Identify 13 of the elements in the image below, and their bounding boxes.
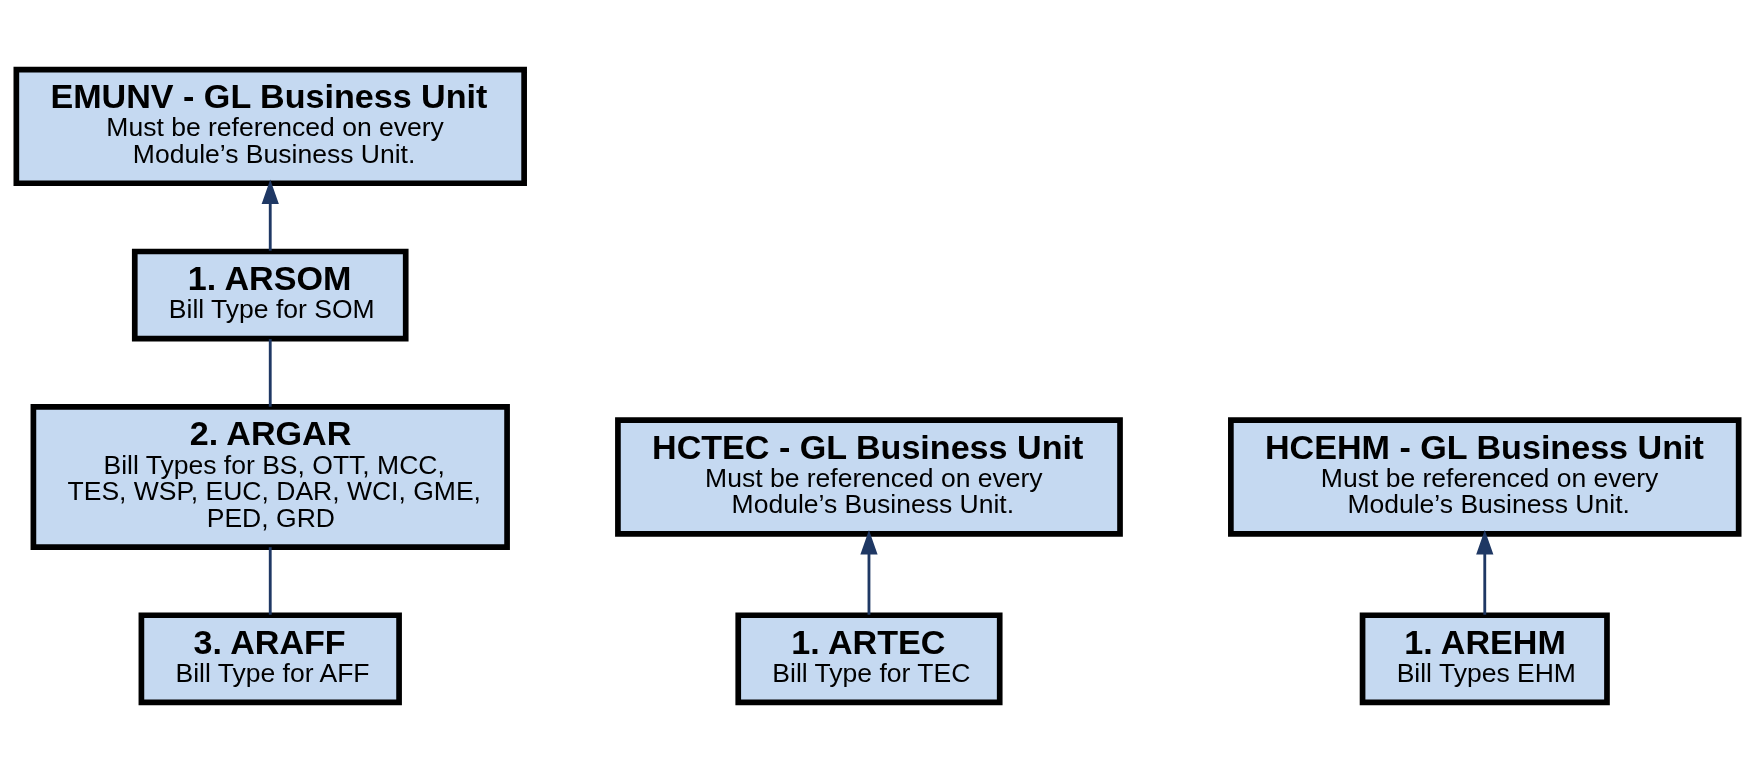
node-box: HCTEC - GL Business Unit Must be referenced on every Module’s Business Unit. [615, 416, 1123, 537]
node-box: HCEHM - GL Business Unit Must be referenced on every Module’s Business Unit. [1228, 416, 1742, 537]
node-box: 1. AREHM Bill Types EHM [1359, 611, 1610, 705]
arrow [1476, 529, 1494, 615]
connector [268, 546, 272, 615]
connector [268, 338, 272, 407]
node-box: 3. ARAFF Bill Type for AFF [138, 611, 402, 705]
node-box: EMUNV - GL Business Unit Must be referenced on every Module’s Business Unit. [13, 66, 527, 186]
arrow [261, 178, 279, 251]
node-box: 1. ARSOM Bill Type for SOM [131, 248, 409, 341]
arrow [860, 529, 878, 615]
node-box: 1. ARTEC Bill Type for TEC [735, 611, 1003, 705]
node-box: 2. ARGAR Bill Types for BS, OTT, MCC, TES, WSP, EUC, DAR, WCI, GME, PED, GRD [30, 403, 510, 550]
